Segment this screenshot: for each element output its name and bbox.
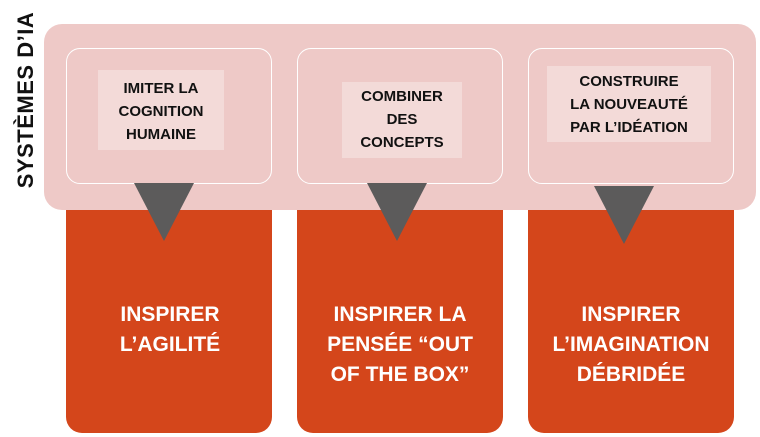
column-3-outcome-line-3: DÉBRIDÉE	[576, 363, 686, 386]
column-3-outcome-line-1: INSPIRER	[581, 303, 681, 326]
column-1-outcome-line-1: INSPIRER	[120, 303, 220, 326]
column-2-outcome-line-1: INSPIRER LA	[333, 303, 467, 326]
column-1-outcome-line-2: L’AGILITÉ	[119, 333, 221, 356]
down-arrow-icon	[367, 183, 427, 241]
column-3-capability-line-3: PAR L’IDÉATION	[570, 119, 688, 136]
column-3-capability: CONSTRUIRE LA NOUVEAUTÉ PAR L’IDÉATION	[547, 66, 711, 142]
column-3-capability-line-1: CONSTRUIRE	[579, 73, 679, 90]
column-3-outcome: INSPIRER L’IMAGINATION DÉBRIDÉE	[528, 300, 734, 390]
column-2-capability-line-1: COMBINER	[361, 88, 443, 105]
down-arrow-icon	[594, 186, 654, 244]
down-arrow-icon	[134, 183, 194, 241]
column-2-capability-line-3: CONCEPTS	[360, 134, 444, 151]
column-1-capability-line-1: IMITER LA	[123, 80, 199, 97]
column-1-capability-line-2: COGNITION	[118, 103, 204, 120]
column-1-capability: IMITER LA COGNITION HUMAINE	[98, 70, 224, 150]
column-1-capability-line-3: HUMAINE	[126, 126, 196, 143]
column-2-capability: COMBINER DES CONCEPTS	[342, 82, 462, 158]
side-label: SYSTÈMES D’IA	[13, 11, 38, 189]
column-2-capability-line-2: DES	[386, 111, 418, 128]
column-1-outcome: INSPIRER L’AGILITÉ	[70, 300, 270, 360]
column-2-outcome-line-2: PENSÉE “OUT	[327, 333, 473, 356]
column-3-outcome-line-2: L’IMAGINATION	[552, 333, 710, 356]
column-3-capability-line-2: LA NOUVEAUTÉ	[570, 96, 688, 113]
column-2-outcome-line-3: OF THE BOX”	[330, 363, 470, 386]
column-2-outcome: INSPIRER LA PENSÉE “OUT OF THE BOX”	[297, 300, 503, 390]
